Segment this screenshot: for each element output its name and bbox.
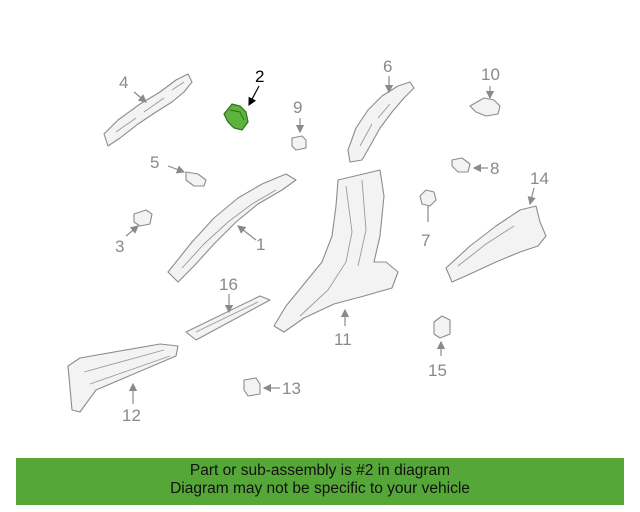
callout-12: 12 bbox=[122, 406, 141, 425]
part-6-pillar-trim bbox=[347, 76, 415, 163]
part-9-clip bbox=[291, 118, 307, 151]
callout-4: 4 bbox=[119, 73, 128, 92]
banner-line-1: Part or sub-assembly is #2 in diagram bbox=[189, 462, 451, 479]
callout-8: 8 bbox=[490, 159, 499, 178]
callout-14: 14 bbox=[530, 169, 549, 188]
part-12-scuff-plate bbox=[67, 343, 179, 413]
callout-1: 1 bbox=[256, 235, 265, 254]
callout-2: 2 bbox=[255, 67, 264, 86]
part-15-clip bbox=[433, 315, 451, 356]
part-10-clip bbox=[469, 86, 501, 117]
part-16-sill-strip bbox=[185, 294, 271, 341]
callout-16: 16 bbox=[219, 275, 238, 294]
part-13-clip bbox=[243, 377, 280, 397]
banner-line-2: Diagram may not be specific to your vehi… bbox=[170, 480, 470, 497]
part-11-center-pillar bbox=[273, 169, 399, 333]
callout-13: 13 bbox=[282, 379, 301, 398]
callout-9: 9 bbox=[293, 98, 302, 117]
part-2-clip bbox=[223, 85, 260, 131]
callout-3: 3 bbox=[115, 237, 124, 256]
part-8-screw bbox=[451, 157, 488, 173]
callout-15: 15 bbox=[428, 361, 447, 380]
callout-6: 6 bbox=[383, 57, 392, 76]
callout-10: 10 bbox=[481, 65, 500, 84]
part-7-pin bbox=[419, 189, 437, 222]
part-3-clip bbox=[125, 209, 153, 237]
callout-5: 5 bbox=[150, 153, 159, 172]
callout-7: 7 bbox=[421, 231, 430, 250]
part-4-bracket bbox=[103, 73, 193, 147]
part-1-trim bbox=[167, 173, 297, 283]
callout-11: 11 bbox=[334, 330, 352, 349]
part-5-screw bbox=[167, 165, 207, 187]
info-banner: Part or sub-assembly is #2 in diagram Di… bbox=[16, 458, 624, 505]
part-14-trim-panel bbox=[445, 187, 547, 283]
parts-diagram: 4 2 9 6 10 5 8 7 bbox=[67, 57, 549, 425]
